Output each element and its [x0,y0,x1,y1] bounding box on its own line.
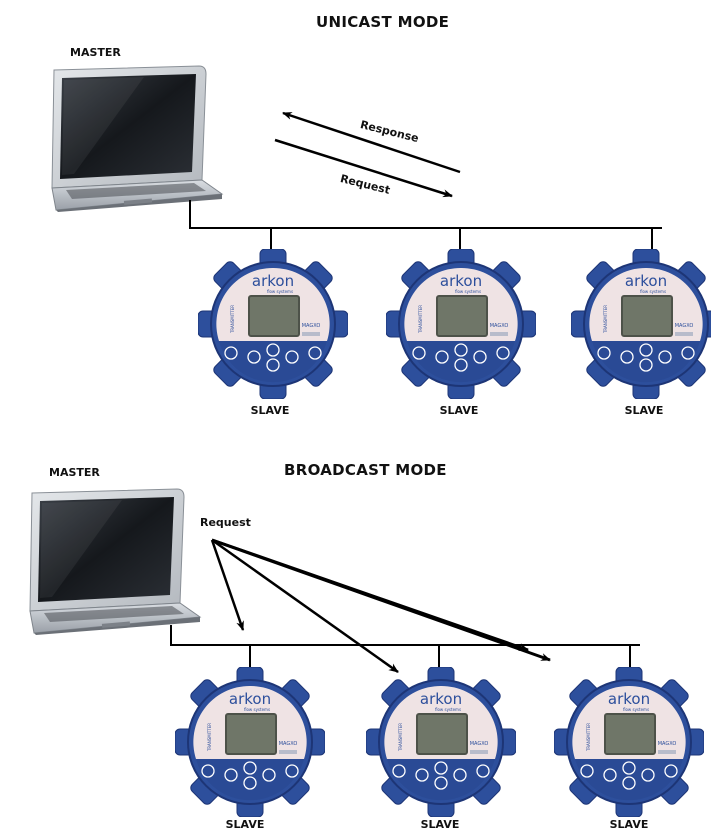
broadcast-arrow-slave-1 [210,539,245,631]
unicast-title: UNICAST MODE [316,13,450,31]
broadcast-slave-2-device [366,667,516,817]
unicast-master-laptop [51,65,223,212]
unicast-slave-1-device [198,249,348,399]
unicast-bus [189,200,662,253]
response-arrow [282,111,461,174]
unicast-slave-2-label: SLAVE [439,404,479,417]
broadcast-arrow-slave-2 [211,538,399,674]
broadcast-arrows [210,538,551,674]
broadcast-bus [170,625,640,668]
broadcast-master-label: MASTER [49,466,100,479]
unicast-slave-3-label: SLAVE [624,404,664,417]
broadcast-slave-3-device [554,667,704,817]
broadcast-slave-2-label: SLAVE [420,818,460,831]
broadcast-request-label: Request [200,516,251,529]
unicast-master-label: MASTER [70,46,121,59]
broadcast-slave-3-label: SLAVE [609,818,649,831]
unicast-slave-1-label: SLAVE [250,404,290,417]
unicast-slave-2-device [386,249,536,399]
broadcast-title: BROADCAST MODE [284,461,447,479]
broadcast-master-laptop [29,488,201,635]
unicast-slave-3-device [571,249,711,399]
unicast-request-arrow [274,138,453,198]
broadcast-slave-1-device [175,667,325,817]
broadcast-slave-1-label: SLAVE [225,818,265,831]
broadcast-arrow-slave-3b [211,538,551,662]
